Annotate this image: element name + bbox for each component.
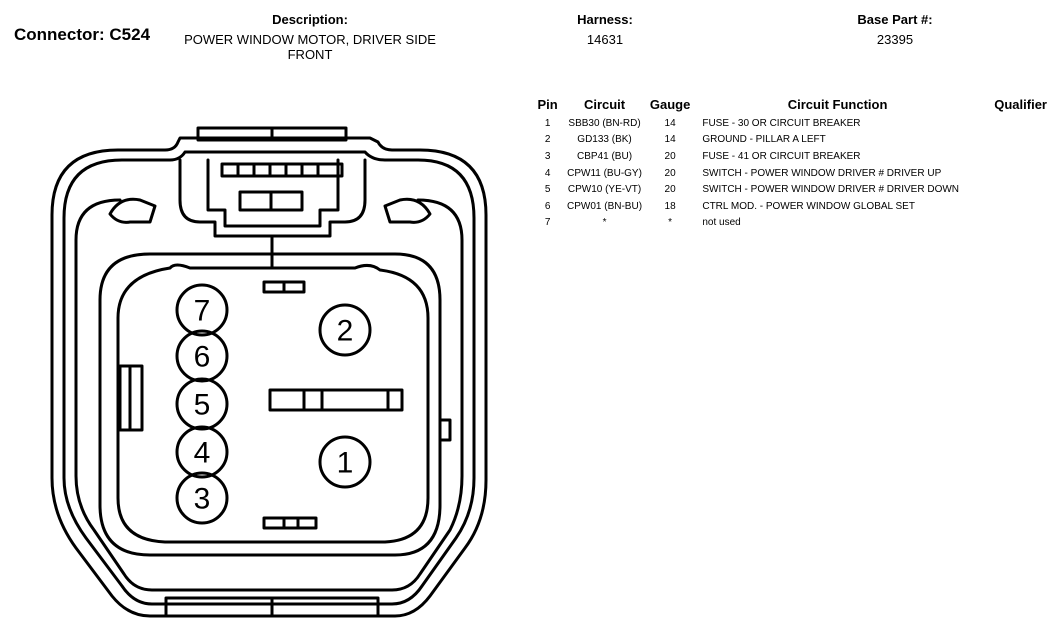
cell-circuit: SBB30 (BN-RD)	[568, 117, 641, 129]
harness-label: Harness:	[577, 12, 633, 27]
side-key-right	[438, 418, 452, 442]
header-circuit-function: Circuit Function	[787, 96, 888, 112]
table-row: 3 CBP41 (BU) 20 FUSE - 41 OR CIRCUIT BRE…	[532, 148, 1047, 165]
harness-value: 14631	[586, 32, 624, 47]
housing-third-outline	[74, 198, 464, 592]
cell-qualifier	[981, 115, 1047, 132]
pin-5-label: 5	[194, 389, 211, 422]
table-row: 4 CPW11 (BU-GY) 20 SWITCH - POWER WINDOW…	[532, 165, 1047, 182]
cell-function: CTRL MOD. - POWER WINDOW GLOBAL SET	[702, 200, 915, 212]
cell-gauge: 20	[664, 184, 676, 196]
pin-7-label: 7	[194, 295, 211, 328]
table-row: 5 CPW10 (YE-VT) 20 SWITCH - POWER WINDOW…	[532, 181, 1047, 198]
cell-gauge: 20	[664, 150, 676, 162]
housing-second-outline	[62, 150, 476, 606]
pin-1-circle	[318, 435, 372, 489]
pin-table: Pin Circuit Gauge Circuit Function Quali…	[532, 96, 1047, 231]
latch-slot-row	[220, 162, 344, 178]
table-header-row: Pin Circuit Gauge Circuit Function Quali…	[532, 96, 1047, 115]
pin-3-label: 3	[194, 483, 211, 516]
pin-1-label: 1	[337, 447, 354, 480]
cell-pin: 7	[544, 217, 551, 229]
latch-inner	[206, 158, 340, 228]
cell-gauge: 14	[664, 134, 676, 146]
table-row: 6 CPW01 (BN-BU) 18 CTRL MOD. - POWER WIN…	[532, 198, 1047, 215]
cell-circuit: CPW01 (BN-BU)	[567, 200, 643, 212]
cell-pin: 6	[544, 200, 551, 212]
cell-circuit: CPW11 (BU-GY)	[567, 167, 642, 179]
pin-3-circle	[175, 471, 229, 525]
pin-2-circle	[318, 303, 372, 357]
cell-circuit: CBP41 (BU)	[577, 150, 633, 162]
pin-5-circle	[175, 377, 229, 431]
left-clip	[108, 197, 157, 224]
pin-7-circle	[175, 283, 229, 337]
base-part-label: Base Part #:	[857, 12, 933, 27]
cell-circuit: CPW10 (YE-VT)	[567, 184, 642, 196]
cell-circuit: *	[602, 217, 607, 229]
right-clip	[383, 197, 432, 224]
header-qualifier: Qualifier	[994, 96, 1047, 112]
cell-qualifier	[981, 198, 1047, 215]
cell-pin: 2	[544, 134, 551, 146]
cell-gauge: *	[668, 217, 673, 229]
description-label: Description:	[272, 12, 348, 27]
cavity-inner	[116, 263, 430, 544]
cell-qualifier	[981, 132, 1047, 149]
cell-function: FUSE - 30 OR CIRCUIT BREAKER	[702, 117, 861, 129]
header-gauge: Gauge	[649, 96, 691, 112]
base-part-value: 23395	[876, 32, 914, 47]
pin-4-label: 4	[194, 437, 211, 470]
cell-function: SWITCH - POWER WINDOW DRIVER # DRIVER DO…	[702, 184, 960, 196]
cell-function: SWITCH - POWER WINDOW DRIVER # DRIVER UP	[702, 167, 942, 179]
header-pin: Pin	[537, 96, 558, 112]
pin-4-circle	[175, 425, 229, 479]
pin-2-label: 2	[337, 315, 354, 348]
cell-qualifier	[981, 181, 1047, 198]
table-row: 7 * * not used	[532, 215, 1047, 232]
cell-gauge: 14	[664, 117, 676, 129]
cavity-outer	[98, 252, 442, 557]
cell-circuit: GD133 (BK)	[577, 134, 632, 146]
cell-function: not used	[702, 217, 741, 229]
cell-function: GROUND - PILLAR A LEFT	[702, 134, 826, 146]
pin-6-circle	[175, 329, 229, 383]
terminal-bar	[268, 388, 404, 412]
connector-face-diagram: 7 6 5 4 3 2 1	[50, 126, 488, 618]
cell-pin: 4	[544, 167, 551, 179]
connector-label: Connector: C524	[14, 25, 151, 44]
cell-qualifier	[981, 165, 1047, 182]
cell-qualifier	[981, 148, 1047, 165]
slot-bottom	[262, 516, 318, 530]
description-value: POWER WINDOW MOTOR, DRIVER SIDE FRONT	[184, 32, 436, 62]
cell-pin: 5	[544, 184, 551, 196]
cell-pin: 3	[544, 150, 551, 162]
cell-qualifier	[981, 215, 1047, 232]
housing-outer-outline	[50, 136, 488, 618]
table-row: 2 GD133 (BK) 14 GROUND - PILLAR A LEFT	[532, 132, 1047, 149]
pin-6-label: 6	[194, 341, 211, 374]
table-row: 1 SBB30 (BN-RD) 14 FUSE - 30 OR CIRCUIT …	[532, 115, 1047, 132]
cell-gauge: 20	[664, 167, 676, 179]
header-circuit: Circuit	[583, 96, 626, 112]
cell-gauge: 18	[664, 200, 676, 212]
cell-pin: 1	[544, 117, 551, 129]
cell-function: FUSE - 41 OR CIRCUIT BREAKER	[702, 150, 861, 162]
